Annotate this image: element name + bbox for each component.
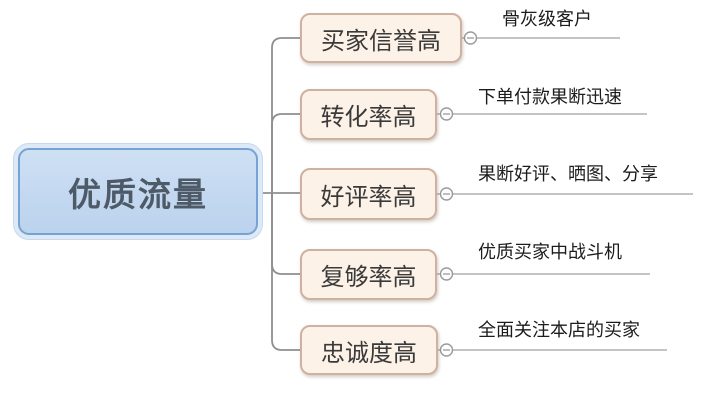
branch-label: 复够率高 — [320, 265, 417, 291]
branch-node-repurchase-rate[interactable]: 复够率高 — [300, 249, 437, 300]
leaf-note[interactable]: 骨灰级客户 — [502, 9, 592, 29]
branch-label: 忠诚度高 — [321, 340, 417, 367]
branch-node-buyer-reputation[interactable]: 买家信誉高 — [300, 13, 462, 63]
leaf-note[interactable]: 果断好评、晒图、分享 — [478, 164, 658, 184]
branch-label: 转化率高 — [320, 105, 417, 131]
collapse-handle-icon[interactable] — [463, 31, 478, 45]
connector-branch-4 — [271, 193, 300, 275]
collapse-handle-icon[interactable] — [439, 187, 454, 201]
leaf-note[interactable]: 下单付款果断迅速 — [478, 87, 622, 107]
branch-node-conversion-rate[interactable]: 转化率高 — [300, 89, 437, 140]
leaf-note[interactable]: 优质买家中战斗机 — [478, 242, 622, 262]
root-topic-label: 优质流量 — [68, 177, 208, 214]
connector-branch-2 — [271, 113, 300, 193]
collapse-handle-icon[interactable] — [439, 343, 454, 357]
branch-node-positive-review-rate[interactable]: 好评率高 — [300, 168, 437, 220]
connector-branch-1 — [271, 37, 300, 193]
branch-node-loyalty[interactable]: 忠诚度高 — [300, 325, 438, 375]
collapse-handle-icon[interactable] — [439, 267, 454, 281]
collapse-handle-icon[interactable] — [439, 107, 454, 121]
root-topic-node[interactable]: 优质流量 — [18, 148, 258, 235]
branch-label: 买家信誉高 — [321, 28, 441, 55]
leaf-note[interactable]: 全面关注本店的买家 — [478, 320, 640, 340]
connector-branch-5 — [271, 193, 300, 351]
branch-label: 好评率高 — [320, 184, 417, 211]
root-topic-halo: 优质流量 — [13, 143, 263, 240]
